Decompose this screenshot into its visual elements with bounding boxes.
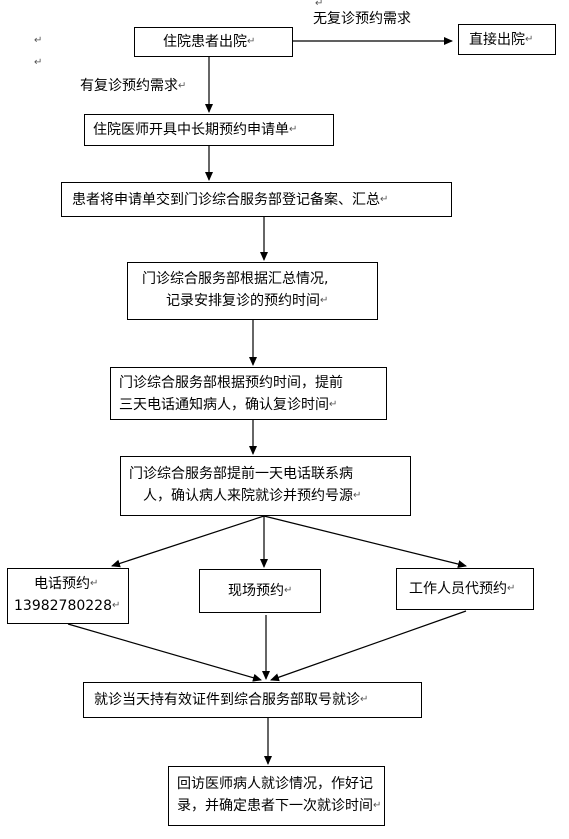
node-text: 就诊当天持有效证件到综合服务部取号就诊↵ [94,692,369,708]
node-direct-discharge: 直接出院↵ [458,24,556,55]
edge-label-no-followup: 无复诊预约需求 [313,8,411,28]
arrow-phone-to-register [67,623,262,682]
node-text: 工作人员代预约↵ [409,581,516,597]
return-mark: ↵ [34,35,43,46]
arrow-to-staff [263,515,467,568]
node-onsite: 现场预约↵ [199,569,321,613]
return-mark: ↵ [178,80,187,92]
node-staff: 工作人员代预约↵ [396,568,534,610]
node-text: 现场预约↵ [228,583,293,599]
node-text: 患者将申请单交到门诊综合服务部登记备案、汇总↵ [72,192,389,208]
node-text-line1: 电话预约↵ [34,576,99,592]
node-text-line2: 三天电话通知病人，确认复诊时间↵ [119,397,338,413]
edge-label-text: 无复诊预约需求 [313,11,411,27]
node-followup: 回访医师病人就诊情况，作好记 录，并确定患者下一次就诊时间↵ [168,766,385,826]
node-text-line2: 人，确认病人来院就诊并预约号源↵ [143,488,362,504]
node-text-line1: 回访医师病人就诊情况，作好记 [177,776,373,792]
node-register: 就诊当天持有效证件到综合服务部取号就诊↵ [83,682,422,718]
node-notify: 门诊综合服务部根据预约时间，提前 三天电话通知病人，确认复诊时间↵ [110,367,387,420]
phone-number: 13982780228↵ [14,598,121,614]
return-mark: ↵ [315,0,324,9]
node-text: 住院医师开具中长期预约申请单↵ [93,122,298,138]
node-phone: 电话预约↵ 13982780228↵ [7,568,129,624]
node-schedule: 门诊综合服务部根据汇总情况, 记录安排复诊的预约时间↵ [127,262,378,320]
edge-label-has-followup: 有复诊预约需求↵ [80,75,186,95]
node-text-line2: 录，并确定患者下一次就诊时间↵ [177,798,382,814]
node-text-line1: 门诊综合服务部提前一天电话联系病 [129,466,353,482]
node-text-line1: 门诊综合服务部根据预约时间，提前 [119,375,343,391]
node-text-line2: 记录安排复诊的预约时间↵ [166,293,329,309]
arrow-to-phone [111,515,265,568]
arrow-staff-to-register [270,610,467,682]
node-confirm: 门诊综合服务部提前一天电话联系病 人，确认病人来院就诊并预约号源↵ [120,456,411,516]
node-submit: 患者将申请单交到门诊综合服务部登记备案、汇总↵ [61,182,452,217]
node-text: 住院患者出院↵ [163,34,256,50]
node-discharge: 住院患者出院↵ [134,27,293,57]
return-mark: ↵ [34,57,43,68]
node-text-line1: 门诊综合服务部根据汇总情况, [142,271,329,287]
edge-label-text: 有复诊预约需求 [80,78,178,94]
node-apply: 住院医师开具中长期预约申请单↵ [84,114,334,146]
node-text: 直接出院↵ [469,32,534,48]
